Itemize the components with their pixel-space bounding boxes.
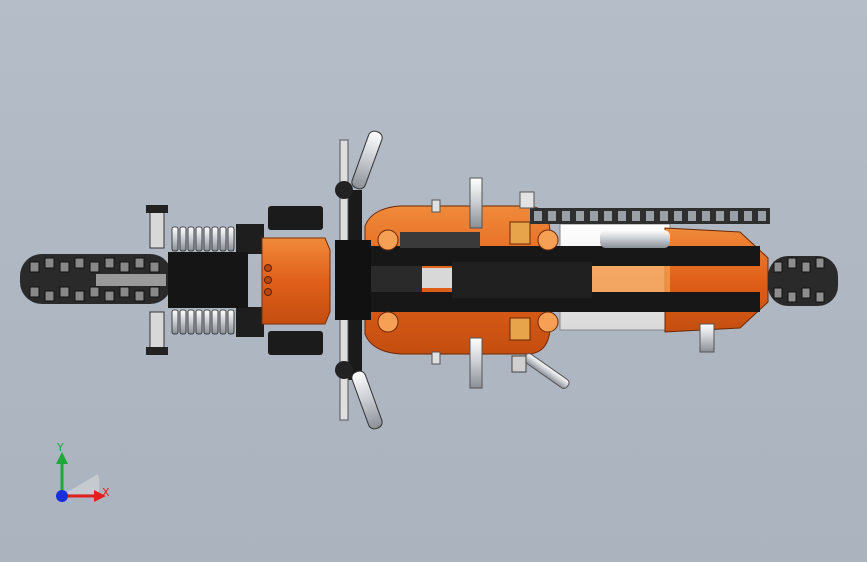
footpeg-icon <box>431 177 483 389</box>
seat-icon <box>360 246 760 266</box>
coordinate-triad-icon <box>56 452 106 502</box>
front-fender <box>168 252 248 308</box>
y-axis-label: Y <box>57 441 64 454</box>
upper-clamp-top <box>268 206 323 230</box>
front-tire-icon <box>20 254 172 304</box>
front-number-plate <box>261 237 331 325</box>
rear-tire-icon <box>768 256 838 306</box>
x-axis-label: X <box>102 486 110 499</box>
engine-spring <box>377 221 670 341</box>
fork-spring-icon <box>146 205 264 355</box>
rear-fender <box>664 227 769 333</box>
upper-clamp-bottom <box>268 331 323 355</box>
handlebar-icon <box>335 130 383 430</box>
chain-icon <box>530 208 770 224</box>
exhaust-pipe-icon <box>511 353 570 389</box>
